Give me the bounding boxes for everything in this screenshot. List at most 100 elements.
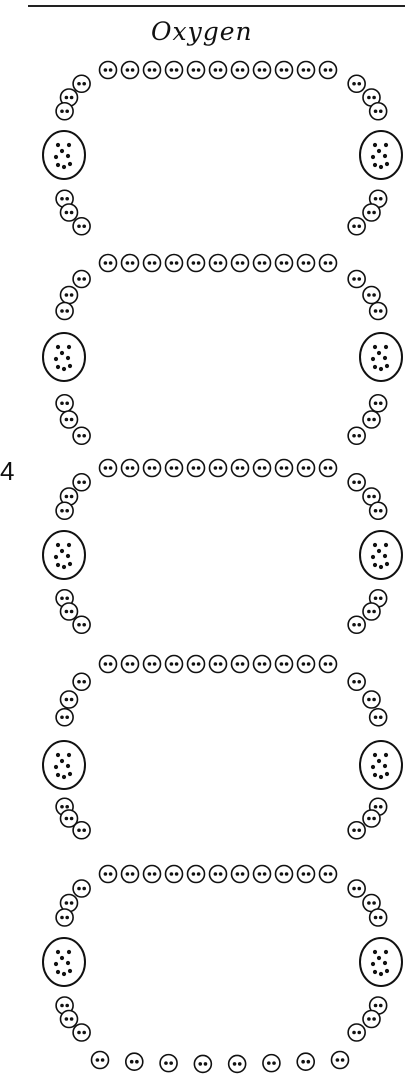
small-ring-dot xyxy=(77,277,81,281)
small-ring-pair xyxy=(56,709,73,726)
small-ring xyxy=(56,395,73,412)
small-ring-dot xyxy=(77,82,81,86)
large-ring-dot xyxy=(54,555,58,559)
small-ring xyxy=(166,62,183,79)
small-ring-pair xyxy=(122,460,139,477)
small-ring xyxy=(166,866,183,883)
large-ring xyxy=(43,938,85,986)
small-ring-dot xyxy=(372,610,376,614)
small-ring-dot xyxy=(379,596,383,600)
small-ring xyxy=(61,411,78,428)
small-ring-dot xyxy=(379,109,383,113)
small-ring-dot xyxy=(374,916,378,920)
small-ring-dot xyxy=(131,68,135,72)
small-ring-pair xyxy=(194,1055,211,1072)
small-ring-pair xyxy=(298,866,315,883)
large-ring xyxy=(43,131,85,179)
small-ring-pair xyxy=(61,287,78,304)
small-ring-dot xyxy=(367,96,371,100)
small-ring xyxy=(254,255,271,272)
large-ring-dot xyxy=(373,773,377,777)
large-ring-dot xyxy=(377,759,381,763)
small-ring-dot xyxy=(285,68,289,72)
small-ring-dot xyxy=(65,596,69,600)
small-ring-dot xyxy=(219,261,223,265)
small-ring xyxy=(188,656,205,673)
small-ring xyxy=(61,287,78,304)
small-ring-dot xyxy=(263,662,267,666)
small-ring-pair xyxy=(363,810,380,827)
small-ring xyxy=(56,502,73,519)
small-ring-dot xyxy=(267,1061,271,1065)
large-ring-dot xyxy=(373,950,377,954)
small-ring-dot xyxy=(357,623,361,627)
large-ring-dot xyxy=(62,165,66,169)
large-ring-dot xyxy=(67,345,71,349)
small-ring-pair xyxy=(254,62,271,79)
small-ring-dot xyxy=(241,261,245,265)
small-ring-pair xyxy=(276,62,293,79)
small-ring-dot xyxy=(219,466,223,470)
atom-layer xyxy=(43,62,402,1073)
small-ring xyxy=(348,427,365,444)
large-ring-dot xyxy=(385,772,389,776)
large-ring-dot xyxy=(67,543,71,547)
small-ring-dot xyxy=(357,277,361,281)
small-ring-pair xyxy=(188,62,205,79)
large-ring-dot xyxy=(54,357,58,361)
small-ring-dot xyxy=(104,68,108,72)
small-ring-pair xyxy=(370,909,387,926)
small-ring-dot xyxy=(82,680,86,684)
small-ring xyxy=(370,502,387,519)
small-ring-dot xyxy=(357,434,361,438)
small-ring xyxy=(276,62,293,79)
large-ring-dot xyxy=(373,753,377,757)
small-ring-pair xyxy=(61,1011,78,1028)
small-ring-dot xyxy=(372,418,376,422)
small-ring xyxy=(61,1011,78,1028)
small-ring-dot xyxy=(131,466,135,470)
small-ring-dot xyxy=(65,698,69,702)
small-ring-dot xyxy=(77,434,81,438)
small-ring-dot xyxy=(307,466,311,470)
small-ring xyxy=(188,460,205,477)
small-ring-dot xyxy=(379,401,383,405)
small-ring xyxy=(298,866,315,883)
small-ring-dot xyxy=(65,805,69,809)
small-ring xyxy=(100,62,117,79)
large-ring-dot xyxy=(383,154,387,158)
small-ring-pair xyxy=(166,460,183,477)
small-ring-pair xyxy=(210,866,227,883)
small-ring-dot xyxy=(285,872,289,876)
small-ring xyxy=(297,1053,314,1070)
small-ring-dot xyxy=(82,623,86,627)
small-ring-dot xyxy=(301,1060,305,1064)
small-ring-dot xyxy=(148,872,152,876)
small-ring-dot xyxy=(263,261,267,265)
large-ring-dot xyxy=(384,753,388,757)
small-ring-pair xyxy=(348,1024,365,1041)
small-ring-dot xyxy=(236,68,240,72)
small-ring-dot xyxy=(70,211,74,215)
small-ring xyxy=(92,1052,109,1069)
large-ring-dot xyxy=(371,962,375,966)
small-ring xyxy=(370,909,387,926)
small-ring xyxy=(126,1053,143,1070)
large-ring-dot xyxy=(68,562,72,566)
small-ring-dot xyxy=(148,466,152,470)
small-ring-pair xyxy=(254,866,271,883)
small-ring-dot xyxy=(357,828,361,832)
small-ring-dot xyxy=(367,817,371,821)
small-ring-pair xyxy=(100,866,117,883)
small-ring xyxy=(188,866,205,883)
large-ring-dot xyxy=(62,367,66,371)
small-ring-dot xyxy=(82,82,86,86)
small-ring-dot xyxy=(131,872,135,876)
small-ring-dot xyxy=(170,466,174,470)
small-ring-pair xyxy=(210,62,227,79)
small-ring xyxy=(73,822,90,839)
large-ring-dot xyxy=(68,162,72,166)
large-ring-dot xyxy=(56,773,60,777)
small-ring-pair xyxy=(320,62,337,79)
small-ring-dot xyxy=(148,662,152,666)
